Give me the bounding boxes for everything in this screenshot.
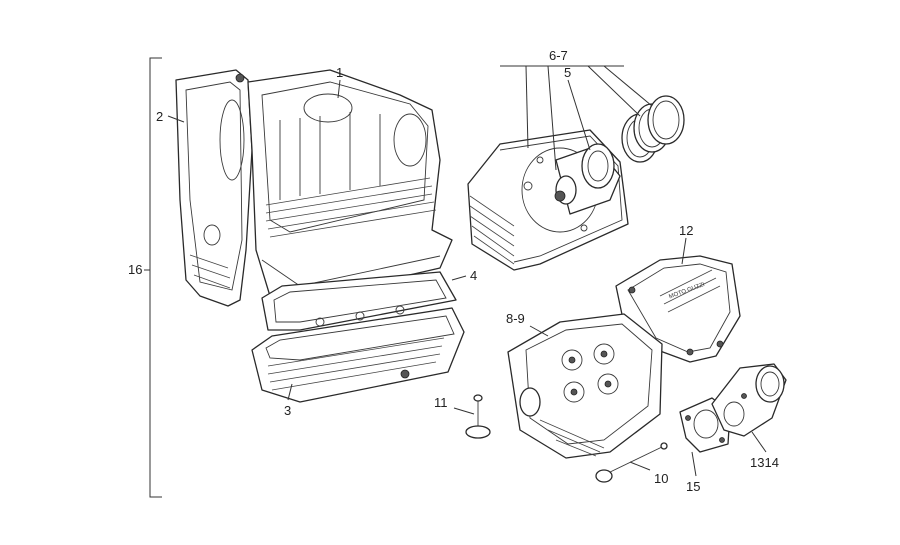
part-oil-pan-gasket <box>261 271 457 331</box>
callout-8-9: 8-9 <box>506 311 525 326</box>
callout-4: 4 <box>470 268 477 283</box>
part-crankcase <box>247 69 453 301</box>
leader-lines <box>167 65 767 477</box>
part-oil-sump <box>251 305 465 403</box>
part-piston-rings <box>621 95 685 163</box>
callout-3: 3 <box>284 403 291 418</box>
callout-16: 16 <box>128 262 142 277</box>
callout-5: 5 <box>564 65 571 80</box>
callout-15: 15 <box>686 479 700 494</box>
callout-1: 1 <box>336 65 343 80</box>
part-crankcase-cover <box>175 69 253 307</box>
callout-labels: 1 2 3 4 5 6-7 8-9 10 11 12 1314 15 16 <box>128 48 779 494</box>
callout-12: 12 <box>679 223 693 238</box>
callout-2: 2 <box>156 109 163 124</box>
group-bracket-16 <box>144 57 162 498</box>
part-cylinder-head <box>507 313 663 459</box>
part-intake-manifold <box>711 363 787 437</box>
callout-6-7: 6-7 <box>549 48 568 63</box>
callout-11: 11 <box>434 395 448 410</box>
part-piston <box>554 143 621 215</box>
callout-1314: 1314 <box>750 455 779 470</box>
part-valve-long <box>595 442 668 483</box>
callout-10: 10 <box>654 471 668 486</box>
part-valve-small <box>465 394 491 439</box>
